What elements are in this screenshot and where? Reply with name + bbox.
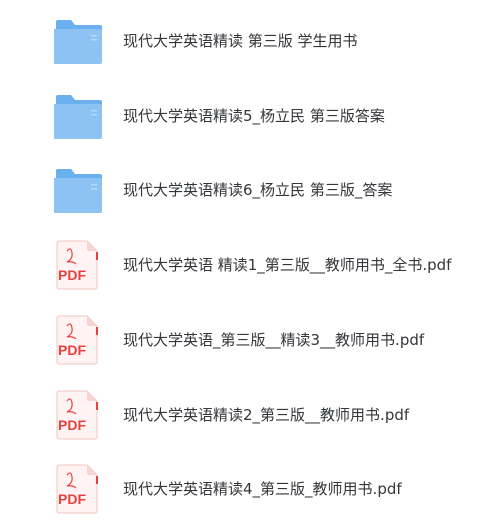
file-row-pdf[interactable]: PDF 现代大学英语 精读1_第三版__教师用书_全书.pdf <box>0 236 502 296</box>
file-row-folder[interactable]: 现代大学英语精读 第三版 学生用书 <box>0 12 502 72</box>
pdf-badge: PDF <box>58 417 86 433</box>
pdf-badge: PDF <box>58 491 86 507</box>
folder-icon <box>53 16 103 66</box>
file-name: 现代大学英语精读2_第三版__教师用书.pdf <box>123 406 410 424</box>
file-row-pdf[interactable]: PDF 现代大学英语精读4_第三版_教师用书.pdf <box>0 460 502 520</box>
file-name: 现代大学英语精读 第三版 学生用书 <box>123 32 358 50</box>
file-row-folder[interactable]: 现代大学英语精读6_杨立民 第三版_答案 <box>0 161 502 221</box>
file-row-folder[interactable]: 现代大学英语精读5_杨立民 第三版答案 <box>0 87 502 147</box>
file-row-pdf[interactable]: PDF 现代大学英语精读2_第三版__教师用书.pdf <box>0 386 502 446</box>
file-name: 现代大学英语_第三版__精读3__教师用书.pdf <box>123 331 425 349</box>
pdf-badge: PDF <box>58 342 86 358</box>
file-name: 现代大学英语精读6_杨立民 第三版_答案 <box>123 181 393 199</box>
folder-icon <box>53 91 103 141</box>
file-row-pdf[interactable]: PDF 现代大学英语_第三版__精读3__教师用书.pdf <box>0 311 502 371</box>
pdf-badge: PDF <box>58 267 86 283</box>
file-name: 现代大学英语精读5_杨立民 第三版答案 <box>123 107 385 125</box>
pdf-file-icon: PDF <box>53 240 103 290</box>
pdf-file-icon: PDF <box>53 390 103 440</box>
folder-icon <box>53 165 103 215</box>
file-name: 现代大学英语精读4_第三版_教师用书.pdf <box>123 480 402 498</box>
pdf-file-icon: PDF <box>53 315 103 365</box>
file-name: 现代大学英语 精读1_第三版__教师用书_全书.pdf <box>123 256 452 274</box>
pdf-file-icon: PDF <box>53 464 103 514</box>
